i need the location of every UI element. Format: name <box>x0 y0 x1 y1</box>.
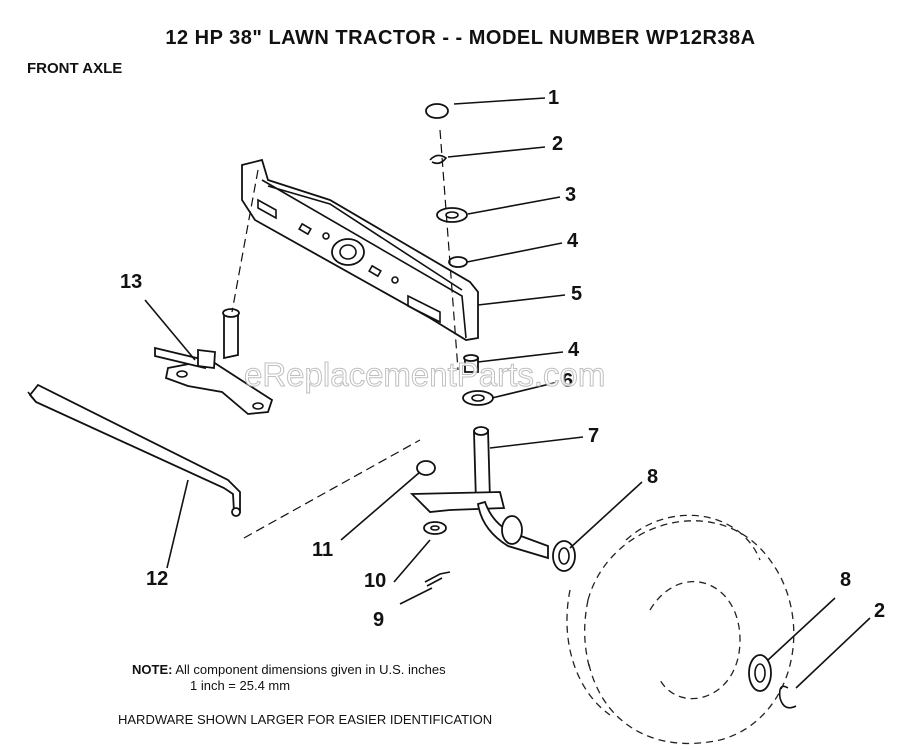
callout-8: 8 <box>647 466 658 488</box>
axle-beam <box>241 158 479 341</box>
spindle <box>409 426 576 572</box>
callout-7: 7 <box>588 425 599 447</box>
note-line2: 1 inch = 25.4 mm <box>190 678 291 693</box>
hardware-stack <box>416 97 546 587</box>
callout-11: 11 <box>312 539 333 561</box>
assembly-line <box>243 439 421 539</box>
callout-3: 3 <box>565 184 576 206</box>
callout-4: 4 <box>567 230 579 252</box>
note: NOTE: All component dimensions given in … <box>132 662 446 677</box>
wheel <box>566 514 797 745</box>
assembly-line <box>439 129 459 371</box>
callout-13: 13 <box>120 271 142 293</box>
hardware-footer: HARDWARE SHOWN LARGER FOR EASIER IDENTIF… <box>118 712 493 727</box>
watermark: eReplacementParts.com <box>243 356 606 394</box>
callout-10: 10 <box>364 570 386 592</box>
assembly-line <box>231 169 259 313</box>
callout-6: 6 <box>562 370 573 392</box>
callout-5: 5 <box>571 283 582 305</box>
callout-4b: 4 <box>568 339 580 361</box>
tie-rod <box>27 383 241 517</box>
section-title: FRONT AXLE <box>27 60 123 77</box>
note-label: NOTE: <box>132 662 173 677</box>
callout-1: 1 <box>548 87 559 109</box>
callout-12: 12 <box>146 568 168 590</box>
callout-8b: 8 <box>840 569 851 591</box>
axle-pivot-bracket <box>154 308 274 415</box>
leader-lines <box>144 146 871 689</box>
note-line1: All component dimensions given in U.S. i… <box>175 662 446 677</box>
diagram-title: 12 HP 38" LAWN TRACTOR - - MODEL NUMBER … <box>165 27 756 49</box>
callout-2b: 2 <box>874 600 885 622</box>
callout-9: 9 <box>373 609 384 631</box>
callout-2: 2 <box>552 133 563 155</box>
